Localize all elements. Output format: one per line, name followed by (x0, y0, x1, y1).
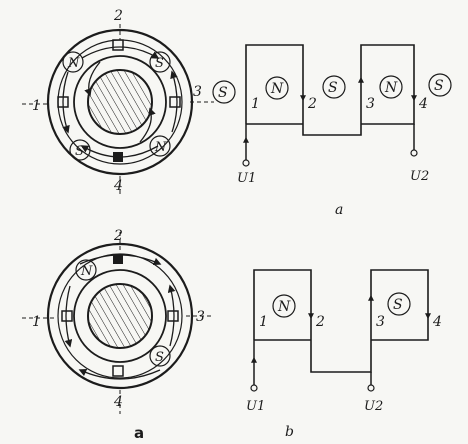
terminal-dot (367, 384, 375, 392)
slot-conductor (169, 96, 181, 108)
pole-marker (212, 80, 236, 104)
slot-conductor (112, 365, 124, 377)
slot-conductor (167, 310, 179, 322)
coil-path (253, 269, 429, 373)
pole-marker (265, 76, 289, 100)
pole-label: S (434, 78, 444, 94)
pole-label: N (154, 140, 167, 155)
flux-line (167, 284, 176, 347)
pole-marker (149, 51, 171, 73)
slot-number: 2 (315, 314, 325, 330)
terminal-label: U2 (410, 169, 429, 184)
slot-number: 4 (113, 178, 123, 194)
flux-line (81, 46, 160, 59)
pole-label: N (80, 264, 93, 279)
pole-label: S (328, 80, 338, 96)
terminal-dot (242, 159, 250, 167)
terminal-dot (250, 384, 258, 392)
flux-line (78, 369, 161, 380)
pole-label: N (270, 81, 284, 97)
flux-line (170, 70, 178, 133)
terminal-label: U1 (246, 399, 265, 414)
caption: a (134, 424, 144, 442)
terminal-label: U1 (237, 171, 256, 186)
top-machine: N S S N 1 2 3 4 (22, 8, 214, 196)
top-wiring: S N S N S 1 2 3 4 U1 U2 a (212, 44, 452, 218)
pole-marker (272, 294, 296, 318)
pole-label: N (384, 80, 398, 96)
slot-number: 1 (259, 314, 268, 330)
pole-label: S (393, 297, 403, 313)
pole-marker (379, 75, 403, 99)
rotor-shaft (87, 69, 153, 135)
pole-marker (387, 292, 411, 316)
pole-label: N (67, 56, 80, 71)
flux-line (139, 107, 156, 143)
slot-conductor (112, 39, 124, 51)
caption: b (285, 424, 294, 440)
slot-number: 2 (113, 8, 123, 24)
caption: a (335, 202, 343, 218)
slot-number: 1 (32, 314, 41, 330)
pole-marker (428, 73, 452, 97)
slot-conductor (57, 96, 69, 108)
air-gap-circle (73, 55, 167, 149)
stator-outer-ring (46, 242, 194, 390)
slot-number: 1 (32, 98, 41, 114)
slot-number: 4 (113, 394, 123, 410)
pole-label: S (218, 85, 228, 101)
slot-number: 3 (366, 96, 375, 112)
slot-number: 1 (251, 96, 260, 112)
slot-number: 2 (113, 228, 123, 244)
slot-conductor (113, 254, 123, 264)
terminal-label: U2 (364, 399, 383, 414)
pole-label: S (155, 56, 164, 71)
slot-number: 3 (193, 84, 202, 100)
slot-number: 4 (418, 96, 428, 112)
pole-marker (69, 139, 91, 161)
slot-conductor (61, 310, 73, 322)
air-gap-circle (73, 269, 167, 363)
flux-line (84, 61, 101, 97)
pole-marker (149, 345, 171, 367)
slot-number: 4 (432, 314, 442, 330)
pole-label: N (277, 299, 291, 315)
slot-number: 3 (376, 314, 385, 330)
pole-marker (149, 135, 171, 157)
pole-marker (62, 51, 84, 73)
pole-label: S (75, 144, 84, 159)
pole-marker (322, 75, 346, 99)
slot-number: 3 (196, 309, 205, 325)
rotor-shaft (87, 283, 153, 349)
flux-line (64, 285, 73, 348)
slot-number: 2 (307, 96, 317, 112)
pole-label: S (155, 350, 164, 365)
terminal-dot (410, 149, 418, 157)
flux-line (62, 71, 70, 134)
bottom-machine: N S 1 2 3 4 a (22, 228, 214, 442)
pole-marker (75, 259, 97, 281)
slot-conductor (113, 152, 123, 162)
bottom-wiring: N S 1 2 3 4 U1 U2 b (246, 269, 442, 440)
